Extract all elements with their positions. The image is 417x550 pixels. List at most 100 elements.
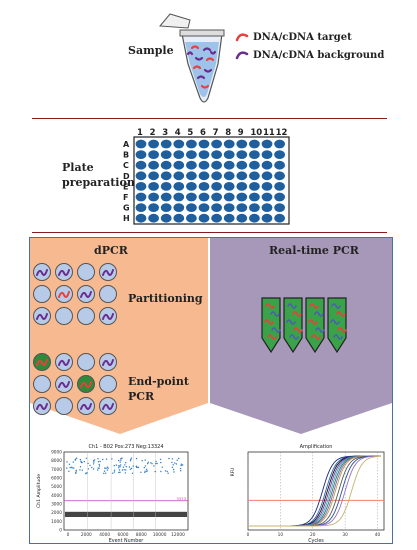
ddpcr-positive-droplet — [125, 469, 127, 471]
ddpcr-positive-droplet — [98, 463, 100, 466]
plate-well — [160, 192, 172, 202]
plate-well — [173, 139, 185, 149]
ddpcr-positive-droplet — [81, 469, 83, 471]
plate-well — [198, 150, 210, 159]
amp-x-tick: 40 — [375, 532, 381, 538]
plate-well — [236, 203, 248, 212]
target-strand — [36, 359, 48, 366]
ddpcr-positive-droplet — [128, 466, 131, 468]
ddpcr-positive-droplet — [140, 471, 142, 473]
ddpcr-positive-droplet — [130, 458, 132, 461]
plate-well — [186, 160, 197, 170]
plate-row-label: B — [123, 151, 129, 160]
ddpcr-positive-droplet — [144, 470, 146, 472]
ddpcr-positive-droplet — [85, 457, 88, 459]
divider-1 — [32, 118, 387, 119]
ddpcr-negative-droplets — [65, 511, 187, 517]
sample-label: Sample — [128, 44, 174, 57]
ddpcr-positive-droplet — [104, 467, 106, 469]
ddpcr-positive-droplet — [98, 467, 100, 469]
plate-well — [148, 203, 159, 212]
ddpcr-x-tick: 0 — [67, 532, 70, 538]
methods-frame — [29, 237, 393, 544]
plate-well — [261, 203, 273, 212]
plate-well — [160, 150, 172, 159]
ddpcr-positive-droplet — [180, 470, 182, 472]
plate-well — [249, 213, 260, 223]
ddpcr-positive-droplet — [131, 472, 134, 474]
ddpcr-positive-droplet — [141, 460, 143, 462]
ddpcr-positive-droplet — [124, 464, 126, 466]
qpcr-strand — [315, 327, 325, 333]
partition-droplet — [77, 353, 95, 371]
plate-well — [148, 192, 159, 202]
ddpcr-positive-droplet — [73, 467, 75, 469]
plate-well — [274, 160, 285, 170]
plate-row-label: D — [123, 172, 130, 181]
plate-well — [236, 150, 248, 159]
ddpcr-positive-droplet — [97, 469, 99, 471]
ddpcr-positive-droplet — [93, 461, 95, 463]
plate-row-label: A — [123, 140, 130, 149]
ddpcr-positive-droplet — [105, 472, 107, 474]
legend-target-label: DNA/cDNA target — [253, 31, 352, 43]
background-strand — [36, 403, 48, 410]
ddpcr-y-tick: 8000 — [51, 458, 62, 464]
plate-well — [198, 139, 210, 149]
background-strand — [102, 403, 114, 410]
qpcr-tube-strip — [261, 297, 347, 354]
ddpcr-positive-droplet — [76, 457, 78, 459]
ddpcr-positive-droplet — [135, 465, 138, 467]
plate-well — [236, 213, 248, 223]
ddpcr-positive-droplet — [92, 463, 95, 465]
plate-well — [198, 171, 210, 181]
ddpcr-positive-droplet — [112, 472, 114, 474]
plate-well — [135, 171, 147, 181]
ddpcr-positive-droplet — [118, 467, 120, 469]
ddpcr-positive-droplet — [106, 469, 109, 471]
ddpcr-positive-droplet — [172, 468, 175, 471]
amp-x-tick: 10 — [278, 532, 284, 538]
plate-well — [274, 213, 285, 223]
plate-well — [198, 192, 210, 202]
ddpcr-positive-droplet — [113, 469, 116, 471]
qpcr-strand — [308, 319, 318, 325]
ddpcr-positive-droplet — [122, 466, 125, 468]
plate-row-label: F — [123, 193, 128, 202]
ddpcr-positive-droplet — [155, 460, 157, 463]
plate-label-line1: Plate — [62, 161, 94, 174]
qpcr-strand — [331, 303, 341, 309]
ddpcr-y-tick: 7000 — [51, 467, 62, 473]
ddpcr-positive-droplet — [166, 470, 168, 473]
plate-well — [274, 139, 285, 149]
plate-well — [198, 213, 210, 223]
ddpcr-positive-droplet — [117, 465, 120, 467]
ddpcr-positive-droplet — [171, 458, 174, 460]
qpcr-strand — [311, 334, 321, 340]
ddpcr-y-tick: 4000 — [51, 493, 62, 499]
plate-well — [186, 203, 197, 212]
plate-col-label: 7 — [213, 128, 219, 138]
plate-well — [261, 150, 273, 159]
ddpcr-positive-droplet — [71, 467, 73, 469]
rtpcr-title: Real-time PCR — [269, 244, 359, 257]
ddpcr-y-tick: 9000 — [51, 450, 62, 456]
ddpcr-positive-droplet — [75, 469, 77, 472]
qpcr-strand — [309, 303, 319, 309]
ddpcr-positive-droplet — [97, 458, 99, 460]
target-strand-icon — [235, 33, 249, 42]
plate-well — [160, 139, 172, 149]
ddpcr-positive-droplet — [119, 471, 121, 473]
plate-well — [148, 171, 159, 181]
plate-well — [135, 182, 147, 191]
plate-row-label: H — [123, 214, 130, 223]
plate-well — [186, 213, 197, 223]
plate-well — [223, 150, 235, 159]
plate-well — [274, 171, 285, 181]
amp-curve — [248, 455, 381, 527]
ddpcr-positive-droplet — [120, 464, 122, 466]
background-strand — [58, 269, 70, 276]
plate-well — [173, 182, 185, 191]
ddpcr-positive-droplet — [130, 467, 133, 470]
